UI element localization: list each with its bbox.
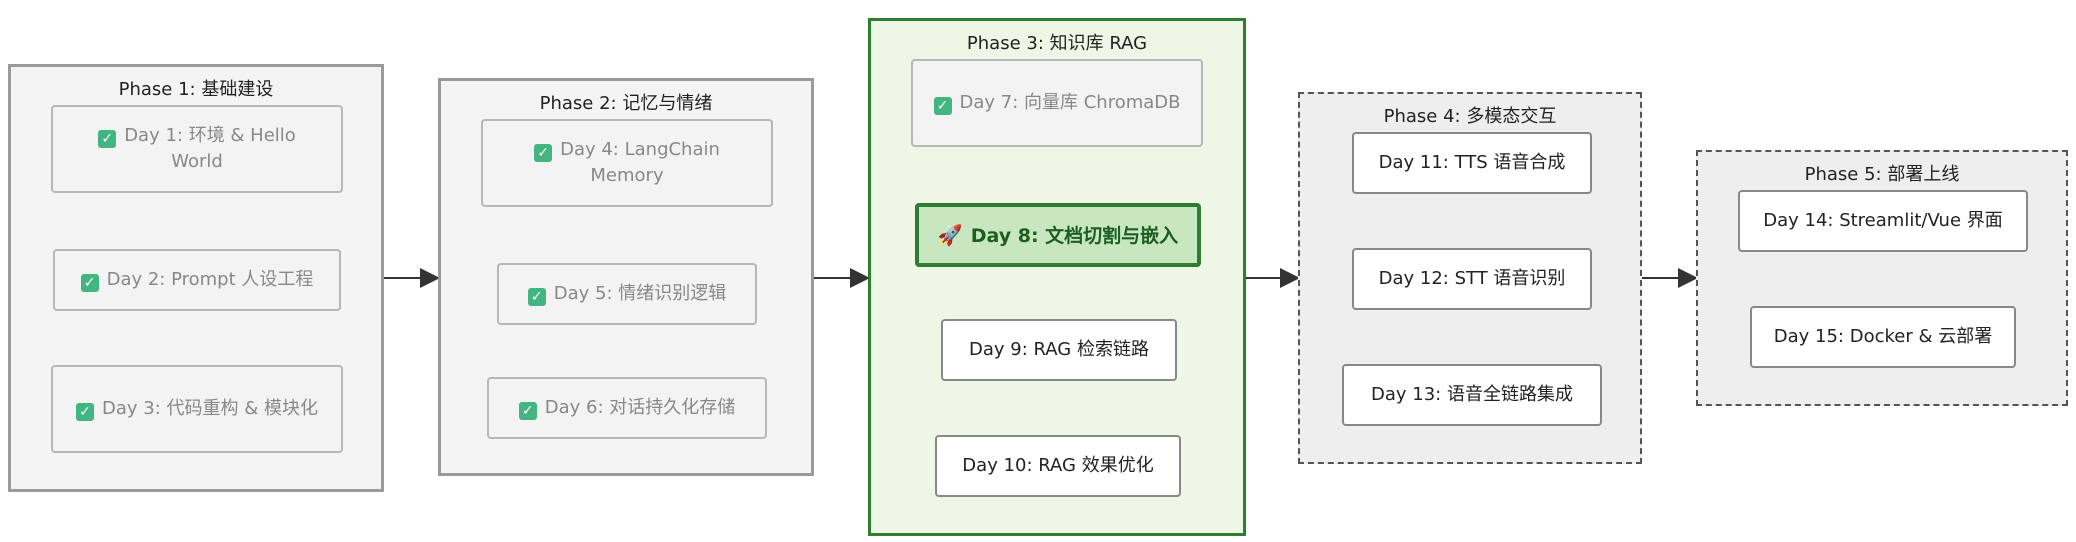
phase-title: Phase 1: 基础建设	[118, 79, 274, 100]
phase-4-group: Phase 4: 多模态交互 Day 11: TTS 语音合成 Day 12: …	[1298, 92, 1642, 464]
phase-title: Phase 2: 记忆与情绪	[539, 93, 713, 114]
node-label: Day 2: Prompt 人设工程	[106, 269, 314, 290]
check-mark-icon: ✓	[76, 403, 94, 421]
day-8-node-current[interactable]: 🚀 Day 8: 文档切割与嵌入	[915, 203, 1201, 267]
node-label: Day 8: 文档切割与嵌入	[970, 224, 1179, 247]
day-4-node[interactable]: ✓ Day 4: LangChain Memory	[481, 119, 773, 207]
node-label: Day 13: 语音全链路集成	[1371, 384, 1573, 405]
day-14-node[interactable]: Day 14: Streamlit/Vue 界面	[1738, 190, 2028, 252]
check-mark-icon: ✓	[534, 144, 553, 162]
day-12-node[interactable]: Day 12: STT 语音识别	[1352, 248, 1592, 310]
day-11-node[interactable]: Day 11: TTS 语音合成	[1352, 132, 1592, 194]
phase-title: Phase 5: 部署上线	[1804, 164, 1960, 185]
node-label: Day 1: 环境 & Hello World	[124, 125, 296, 172]
phase-3-group: Phase 3: 知识库 RAG ✓ Day 7: 向量库 ChromaDB 🚀 D…	[868, 18, 1246, 536]
day-10-node[interactable]: Day 10: RAG 效果优化	[935, 435, 1181, 497]
phase-2-group: Phase 2: 记忆与情绪 ✓Day 4: LangChain Memory …	[438, 78, 814, 476]
day-5-node[interactable]: ✓ Day 5: 情绪识别逻辑	[497, 263, 757, 325]
day-9-node[interactable]: Day 9: RAG 检索链路	[941, 319, 1177, 381]
check-mark-icon: ✓	[98, 130, 117, 148]
node-label: Day 15: Docker & 云部署	[1773, 326, 1993, 347]
phase-5-group: Phase 5: 部署上线 Day 14: Streamlit/Vue 界面 D…	[1696, 150, 2068, 406]
day-1-node[interactable]: ✓ Day 1: 环境 & Hello World	[51, 105, 343, 193]
check-mark-icon: ✓	[80, 274, 99, 292]
node-label: Day 7: 向量库 ChromaDB	[959, 92, 1181, 113]
day-15-node[interactable]: Day 15: Docker & 云部署	[1750, 306, 2016, 368]
node-label: Day 11: TTS 语音合成	[1378, 152, 1566, 173]
day-2-node[interactable]: ✓ Day 2: Prompt 人设工程	[53, 249, 341, 311]
day-3-node[interactable]: ✓ Day 3: 代码重构 & 模块化	[51, 365, 343, 453]
day-6-node[interactable]: ✓ Day 6: 对话持久化存储	[487, 377, 767, 439]
node-label: Day 6: 对话持久化存储	[544, 397, 736, 418]
rocket-icon: 🚀	[937, 222, 963, 247]
node-label: Day 4: LangChain Memory	[560, 139, 720, 186]
day-13-node[interactable]: Day 13: 语音全链路集成	[1342, 364, 1602, 426]
check-mark-icon: ✓	[518, 402, 537, 420]
node-label: Day 10: RAG 效果优化	[962, 455, 1154, 476]
node-label: Day 14: Streamlit/Vue 界面	[1763, 210, 2003, 231]
day-7-node[interactable]: ✓ Day 7: 向量库 ChromaDB	[911, 59, 1203, 147]
phase-title: Phase 3: 知识库 RAG	[966, 33, 1148, 54]
phase-title: Phase 4: 多模态交互	[1383, 106, 1557, 127]
check-mark-icon: ✓	[933, 97, 952, 115]
node-label: Day 9: RAG 检索链路	[969, 339, 1149, 360]
node-label: Day 5: 情绪识别逻辑	[553, 283, 727, 304]
check-mark-icon: ✓	[527, 288, 546, 306]
node-label: Day 12: STT 语音识别	[1378, 268, 1566, 289]
node-label: Day 3: 代码重构 & 模块化	[102, 398, 318, 419]
phase-1-group: Phase 1: 基础建设 ✓ Day 1: 环境 & Hello World ✓…	[8, 64, 384, 492]
